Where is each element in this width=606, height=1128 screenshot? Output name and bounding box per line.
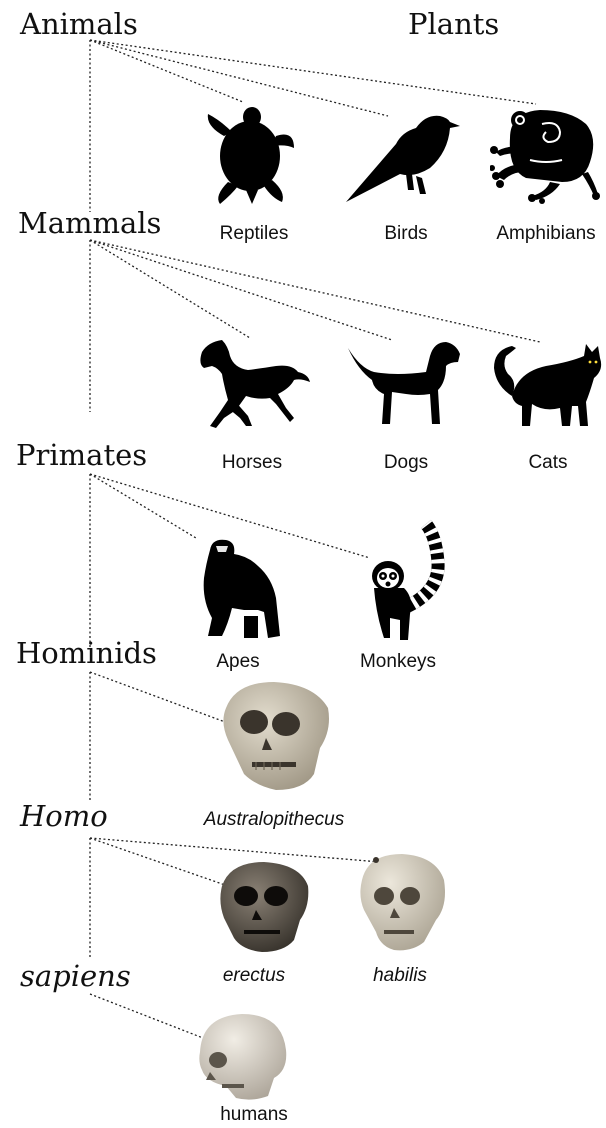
human-skull [196,1010,290,1102]
label-monkeys: Monkeys [318,652,478,671]
rank-sapiens: sapiens [20,962,131,991]
bird-icon [344,108,462,204]
label-dogs: Dogs [326,453,486,472]
turtle-icon [202,106,298,206]
rank-homo: Homo [20,802,108,831]
label-amphibians: Amphibians [466,224,606,243]
label-habilis: habilis [320,966,480,985]
label-birds: Birds [326,224,486,243]
erectus-skull [214,858,312,954]
horse-icon [194,338,312,430]
habilis-skull [354,850,448,954]
rank-animals: Animals [20,10,138,39]
label-cats: Cats [468,453,606,472]
label-reptiles: Reptiles [174,224,334,243]
frog-icon [490,104,600,204]
rank-primates: Primates [16,441,147,470]
label-humans: humans [174,1105,334,1124]
rank-plants: Plants [408,10,499,39]
label-horses: Horses [172,453,332,472]
rank-hominids: Hominids [16,639,157,668]
dog-icon [346,338,464,428]
label-erectus: erectus [174,966,334,985]
label-apes: Apes [158,652,318,671]
australopithecus-skull [214,678,332,794]
gorilla-icon [192,538,284,642]
rank-mammals: Mammals [18,209,161,238]
lemur-icon [364,518,448,642]
cat-icon [490,342,606,428]
label-australopithecus: Australopithecus [194,810,354,829]
